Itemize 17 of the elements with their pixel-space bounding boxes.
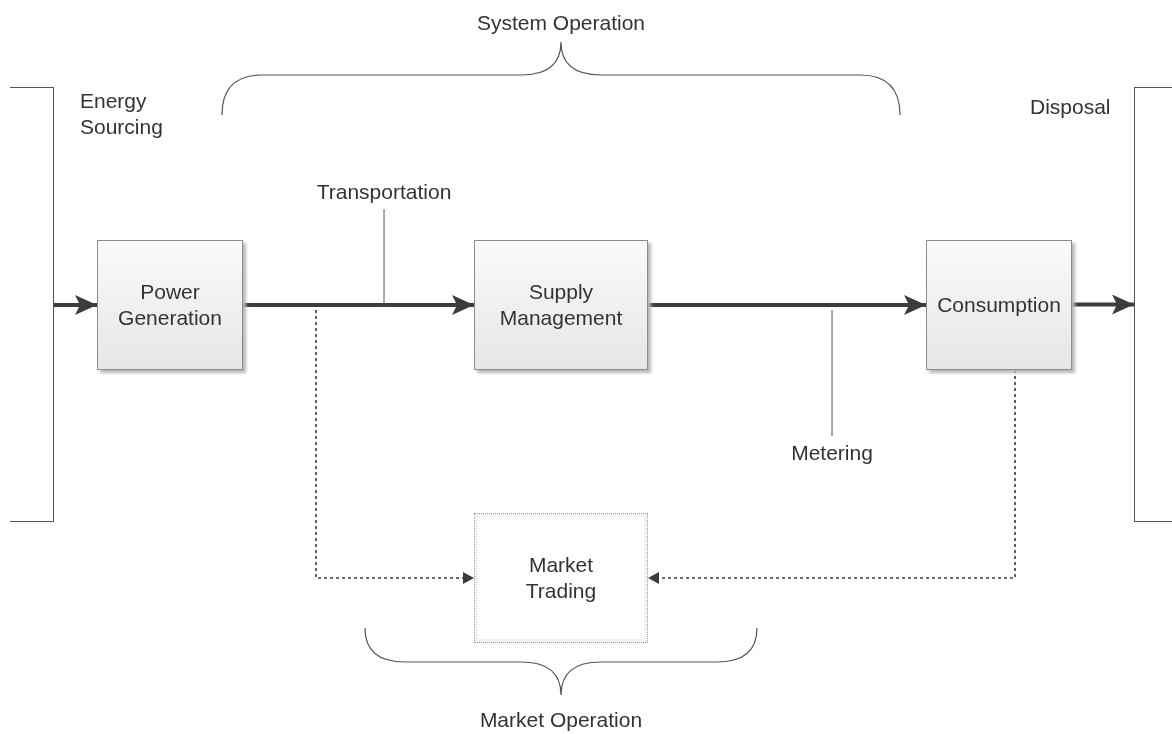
process-box: Consumption — [926, 240, 1072, 370]
section-label: System Operation — [476, 10, 646, 36]
process-box: Power Generation — [97, 240, 243, 370]
leader-label: Transportation — [300, 175, 468, 209]
leader-line — [831, 309, 833, 437]
bracket-label: Disposal — [1030, 94, 1112, 120]
process-box: Supply Management — [474, 240, 648, 370]
leader-label: Metering — [776, 436, 888, 470]
bracket-label: Energy Sourcing — [80, 88, 164, 141]
arrow — [54, 295, 97, 315]
arrow — [1072, 294, 1134, 315]
arrow — [243, 295, 474, 315]
leader-line — [383, 208, 385, 306]
process-box: Market Trading — [474, 513, 648, 643]
arrow — [648, 295, 926, 315]
section-label: Market Operation — [479, 707, 643, 733]
arrow — [647, 369, 1016, 584]
